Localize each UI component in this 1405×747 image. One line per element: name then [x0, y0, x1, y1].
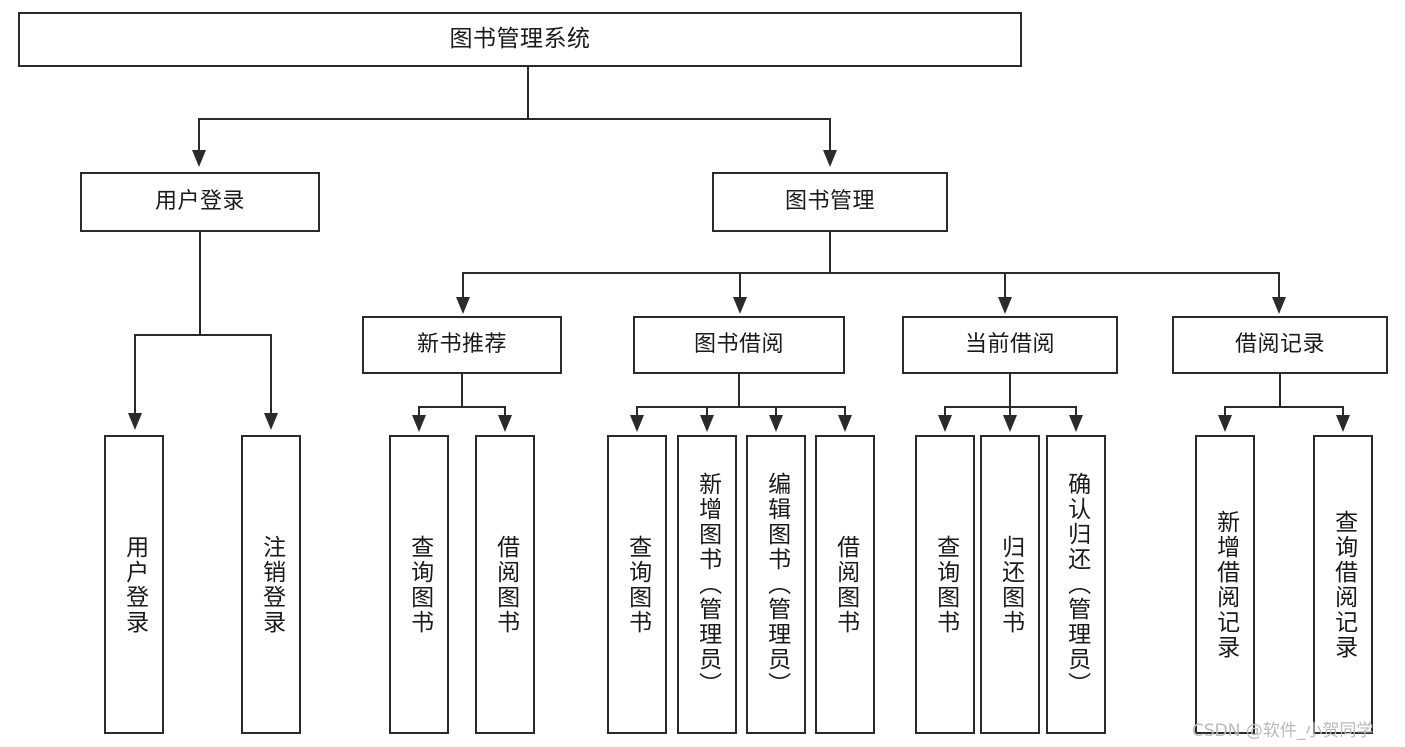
node-label: 用户登录 — [121, 534, 148, 635]
arrow-to-leaf-query-book-1 — [412, 415, 426, 432]
connector-current-borrow-drop-1 — [944, 406, 946, 420]
node-label: 编辑图书（管理员） — [763, 472, 790, 697]
node-label: 查询图书 — [932, 534, 959, 635]
leaf-confirm-return[interactable]: 确认归还（管理员） — [1046, 435, 1106, 734]
connector-borrow-record-drop-1 — [1224, 406, 1226, 420]
node-label: 查询图书 — [624, 534, 651, 635]
connector-user-login-drop-2 — [270, 334, 272, 419]
connector-user-login-split-bar — [134, 334, 271, 336]
arrow-to-leaf-query-book-3 — [938, 415, 952, 432]
node-label: 图书管理系统 — [449, 25, 591, 52]
arrow-to-book-borrow — [733, 297, 747, 314]
node-label: 新增图书（管理员） — [694, 472, 721, 697]
connector-user-login-drop-1 — [134, 334, 136, 419]
arrow-to-borrow-record — [1272, 297, 1286, 314]
node-book-manage[interactable]: 图书管理 — [712, 172, 948, 232]
arrow-to-leaf-return-book — [1003, 415, 1017, 432]
arrow-to-book-manage — [823, 150, 837, 167]
leaf-user-logout[interactable]: 注销登录 — [241, 435, 301, 734]
leaf-borrow-book-2[interactable]: 借阅图书 — [815, 435, 875, 734]
node-label: 图书借阅 — [693, 331, 784, 357]
connector-new-book-drop-1 — [418, 406, 420, 420]
node-root-book-management-system[interactable]: 图书管理系统 — [18, 12, 1022, 67]
leaf-add-record[interactable]: 新增借阅记录 — [1195, 435, 1255, 734]
connector-to-new-book-recommend — [462, 272, 464, 300]
node-label: 注销登录 — [258, 534, 285, 635]
connector-book-borrow-drop-3 — [775, 406, 777, 420]
connector-book-manage-split-bar — [462, 272, 1280, 274]
node-label: 归还图书 — [997, 534, 1024, 635]
node-label: 查询借阅记录 — [1330, 509, 1357, 660]
arrow-to-leaf-add-book — [700, 415, 714, 432]
node-book-borrow[interactable]: 图书借阅 — [633, 316, 845, 374]
arrow-to-leaf-borrow-book-2 — [838, 415, 852, 432]
node-label: 借阅记录 — [1234, 331, 1325, 357]
node-label: 确认归还（管理员） — [1063, 472, 1090, 697]
leaf-query-book-1[interactable]: 查询图书 — [389, 435, 449, 734]
node-new-book-recommend[interactable]: 新书推荐 — [362, 316, 562, 374]
arrow-to-new-book-recommend — [456, 297, 470, 314]
node-borrow-record[interactable]: 借阅记录 — [1172, 316, 1388, 374]
leaf-query-book-2[interactable]: 查询图书 — [607, 435, 667, 734]
leaf-query-book-3[interactable]: 查询图书 — [915, 435, 975, 734]
leaf-add-book[interactable]: 新增图书（管理员） — [677, 435, 737, 734]
node-label: 查询图书 — [406, 534, 433, 635]
arrow-to-leaf-query-book-2 — [630, 415, 644, 432]
connector-new-book-drop-2 — [504, 406, 506, 420]
connector-root-to-book-manage — [829, 118, 831, 151]
arrow-to-leaf-query-record — [1336, 415, 1350, 432]
arrow-to-leaf-user-login — [128, 413, 142, 430]
node-label: 图书管理 — [784, 188, 875, 214]
connector-book-borrow-drop-2 — [706, 406, 708, 420]
node-label: 借阅图书 — [492, 534, 519, 635]
leaf-edit-book[interactable]: 编辑图书（管理员） — [746, 435, 806, 734]
connector-borrow-record-trunk — [1279, 374, 1281, 408]
connector-current-borrow-trunk — [1009, 374, 1011, 408]
leaf-query-record[interactable]: 查询借阅记录 — [1313, 435, 1373, 734]
connector-new-book-split-bar — [418, 406, 506, 408]
connector-root-trunk — [527, 67, 529, 119]
connector-book-borrow-trunk — [738, 374, 740, 408]
arrow-to-leaf-confirm-return — [1069, 415, 1083, 432]
node-label: 用户登录 — [154, 188, 245, 214]
connector-borrow-record-split-bar — [1224, 406, 1343, 408]
arrow-to-leaf-edit-book — [769, 415, 783, 432]
node-current-borrow[interactable]: 当前借阅 — [902, 316, 1118, 374]
node-label: 借阅图书 — [832, 534, 859, 635]
node-label: 当前借阅 — [964, 331, 1055, 357]
connector-new-book-trunk — [461, 374, 463, 408]
connector-root-split-bar — [198, 118, 830, 120]
arrow-to-user-login — [192, 150, 206, 167]
node-user-login[interactable]: 用户登录 — [80, 172, 320, 232]
connector-current-borrow-drop-2 — [1009, 406, 1011, 420]
connector-to-borrow-record — [1278, 272, 1280, 300]
connector-book-manage-trunk — [829, 232, 831, 274]
leaf-user-login[interactable]: 用户登录 — [104, 435, 164, 734]
arrow-to-leaf-add-record — [1218, 415, 1232, 432]
node-label: 新书推荐 — [416, 331, 507, 357]
connector-book-borrow-split-bar — [636, 406, 844, 408]
arrow-to-leaf-user-logout — [264, 413, 278, 430]
node-label: 新增借阅记录 — [1212, 509, 1239, 660]
connector-to-current-borrow — [1004, 272, 1006, 300]
arrow-to-leaf-borrow-book-1 — [498, 415, 512, 432]
connector-root-to-user-login — [198, 118, 200, 151]
leaf-return-book[interactable]: 归还图书 — [980, 435, 1040, 734]
leaf-borrow-book-1[interactable]: 借阅图书 — [475, 435, 535, 734]
connector-to-book-borrow — [739, 272, 741, 300]
csdn-watermark: CSDN @软件_小贺同学 — [1192, 721, 1374, 741]
connector-current-borrow-drop-3 — [1075, 406, 1077, 420]
connector-user-login-trunk — [199, 232, 201, 336]
arrow-to-current-borrow — [998, 297, 1012, 314]
connector-borrow-record-drop-2 — [1342, 406, 1344, 420]
connector-book-borrow-drop-1 — [636, 406, 638, 420]
connector-book-borrow-drop-4 — [844, 406, 846, 420]
